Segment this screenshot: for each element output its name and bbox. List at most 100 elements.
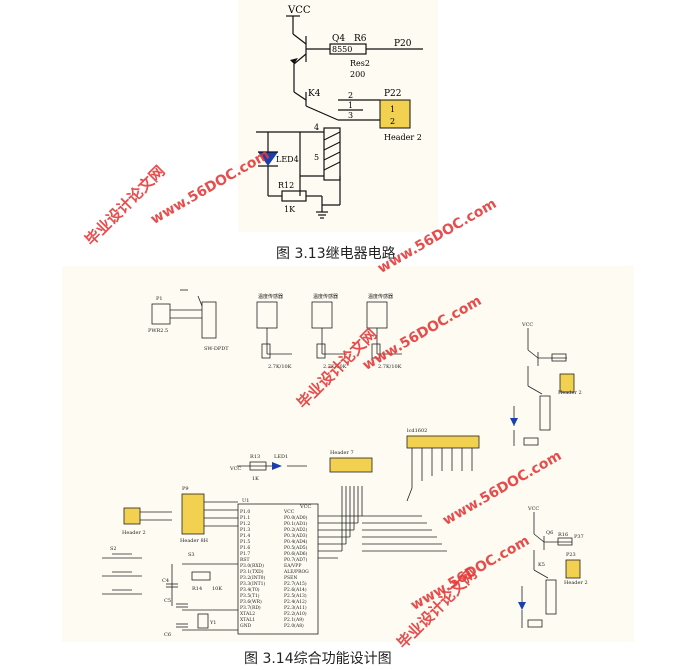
mcu-pin-left-4: P1.3 xyxy=(240,527,250,533)
relay-circuit-schematic: VCC Q4 8550 R6 Res2 200 P20 K4 P22 2 1 3… xyxy=(256,5,423,219)
k4-label: K4 xyxy=(308,89,321,99)
mcu-pin-left-11: P3.1(TXD) xyxy=(240,568,264,575)
p9-label: P9 xyxy=(182,486,189,492)
switch-label: SW-DPDT xyxy=(204,346,229,352)
mcu-pin-left-19: XTAL1 xyxy=(240,617,255,623)
p23-label: P23 xyxy=(566,552,576,558)
relay2-header-label: Header 2 xyxy=(564,580,588,586)
c6-label: C6 xyxy=(164,632,171,638)
mcu-pin-left-18: XTAL2 xyxy=(240,611,255,617)
sensor3-res-label: 2.7K/10K xyxy=(378,364,402,370)
full-design-figure: P1.0 P1.1 P1.2 P1.3 P1.4 P1.5 P1.6 P1.7 … xyxy=(62,266,634,642)
mcu-pin-left-8: P1.7 xyxy=(240,551,250,557)
r13-label: R13 xyxy=(250,454,260,460)
mcu-pin-right-14: P2.6(A14) xyxy=(284,586,307,593)
c5-label: C5 xyxy=(164,598,171,604)
mcu-pin-right-20: P2.0(A8) xyxy=(284,622,304,629)
mcu-pin-left-12: P3.2(INT0) xyxy=(240,574,266,581)
mcu-pin-right-2: P0.0(AD0) xyxy=(284,514,308,521)
figure1-caption: 图 3.13继电器电路 xyxy=(276,246,396,262)
p22-label: P22 xyxy=(384,89,402,99)
mcu-pin-right-15: P2.5(A13) xyxy=(284,592,307,599)
r13-value-label: 1K xyxy=(252,476,259,482)
pin5-label: 5 xyxy=(314,153,319,162)
mcu-pin-right-12: PSEN xyxy=(284,575,297,581)
mcu-pin-left-17: P3.7(RD) xyxy=(240,604,261,611)
mcu-pin-right-6: P0.4(AD4) xyxy=(284,538,308,545)
r12-label: R12 xyxy=(278,181,294,190)
sensor3-title: 温度传感器 xyxy=(368,293,393,300)
pin4-label: 4 xyxy=(314,123,319,132)
led-vcc-label: VCC xyxy=(229,466,241,472)
header2-label: Header 2 xyxy=(122,530,146,536)
led4-label: LED4 xyxy=(276,155,299,164)
lcd-label: lcd1602 xyxy=(407,428,427,434)
pwr-label: PWR2.5 xyxy=(148,328,168,334)
mcu-pin-left-5: P1.4 xyxy=(240,533,250,539)
mcu-pin-right-17: P2.3(A11) xyxy=(284,604,307,611)
mcu-vcc-label: VCC xyxy=(299,504,311,510)
pin1-label: 1 xyxy=(348,101,353,110)
mcu-pin-right-4: P0.2(AD2) xyxy=(284,526,308,533)
header-pin2-label: 2 xyxy=(390,117,395,126)
q6-label: Q6 xyxy=(546,530,553,536)
mcu-pin-left-15: P3.5(T1) xyxy=(240,592,260,599)
full-design-schematic: P1.0 P1.1 P1.2 P1.3 P1.4 P1.5 P1.6 P1.7 … xyxy=(102,289,588,638)
pin3-label: 3 xyxy=(348,111,353,120)
s2-label: S2 xyxy=(110,546,117,552)
relay1-vcc-label: VCC xyxy=(521,322,533,328)
led-label: LED1 xyxy=(274,454,288,460)
r6-value-label: 200 xyxy=(350,70,365,79)
mcu-pin-left-16: P3.6(WR) xyxy=(240,598,262,605)
header-label: Header 2 xyxy=(384,133,422,142)
r14-value-label: 10K xyxy=(212,586,222,592)
mcu-pin-left-2: P1.1 xyxy=(240,515,250,521)
mcu-pin-left-13: P3.3(INT1) xyxy=(240,580,266,587)
r14-label: R14 xyxy=(192,586,202,592)
mcu-pin-left-20: GND xyxy=(240,623,252,629)
r12-value-label: 1K xyxy=(284,205,296,214)
q4-label: Q4 xyxy=(332,34,345,44)
mcu-pins: P1.0 P1.1 P1.2 P1.3 P1.4 P1.5 P1.6 P1.7 … xyxy=(240,509,309,629)
mcu-pin-right-11: ALE/PROG xyxy=(283,569,309,575)
mcu-pin-right-19: P2.1(A9) xyxy=(284,616,304,623)
s3-label: S3 xyxy=(188,552,195,558)
r16-label: R16 xyxy=(558,532,568,538)
mcu-pin-left-10: P3.0(RXD) xyxy=(240,562,264,569)
header-pin1-label: 1 xyxy=(390,105,395,114)
r6-label: R6 xyxy=(354,34,367,44)
sensor2-res-label: 2.7K/10K xyxy=(323,364,347,370)
k5-label: K5 xyxy=(538,562,545,568)
res2-label: Res2 xyxy=(350,59,370,68)
pin2-label: 2 xyxy=(348,91,353,100)
relay-circuit-figure: VCC Q4 8550 R6 Res2 200 P20 K4 P22 2 1 3… xyxy=(238,0,438,232)
mcu-pin-right-16: P2.4(A12) xyxy=(284,598,307,605)
sensor1-res-label: 2.7K/10K xyxy=(268,364,292,370)
relay1-header-label: Header 2 xyxy=(558,390,582,396)
mcu-pin-right-9: P0.7(AD7) xyxy=(284,556,308,563)
mcu-pin-right-18: P2.2(A10) xyxy=(284,610,307,617)
relay2-vcc-label: VCC xyxy=(527,506,539,512)
q4-part-label: 8550 xyxy=(332,45,352,54)
c4-label: C4 xyxy=(162,578,169,584)
sensor1-title: 温度传感器 xyxy=(258,293,283,300)
mcu-pin-left-7: P1.6 xyxy=(240,545,250,551)
mcu-pin-right-3: P0.1(AD1) xyxy=(284,520,308,527)
mcu-pin-left-9: RST xyxy=(240,557,249,563)
mcu-pin-left-1: P1.0 xyxy=(240,509,250,515)
p1-label: P1 xyxy=(156,296,163,302)
header7-top-label: Header 7 xyxy=(330,450,354,456)
header8-label: Header 8H xyxy=(180,538,209,544)
y1-label: Y1 xyxy=(209,620,216,626)
mcu-pin-left-6: P1.5 xyxy=(240,539,250,545)
sensor2-title: 温度传感器 xyxy=(313,293,338,300)
watermark-text: 毕业设计论文网 xyxy=(81,162,169,250)
mcu-pin-right-13: P2.7(A15) xyxy=(284,580,307,587)
mcu-pin-right-8: P0.6(AD6) xyxy=(284,550,308,557)
mcu-pin-left-14: P3.4(T0) xyxy=(240,586,260,593)
mcu-pin-right-1: VCC xyxy=(283,509,295,515)
figure2-caption: 图 3.14综合功能设计图 xyxy=(244,651,392,667)
u1-label: U1 xyxy=(242,498,249,504)
mcu-pin-right-7: P0.5(AD5) xyxy=(284,544,308,551)
p37-label: P37 xyxy=(574,534,584,540)
